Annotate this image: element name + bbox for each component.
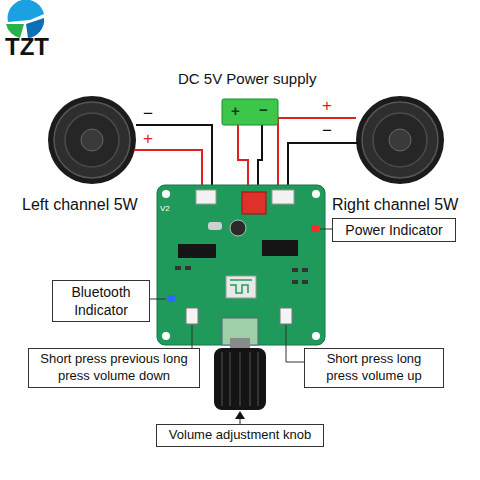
callout-box: Bluetooth Indicator <box>52 280 150 322</box>
callout-text: Bluetooth Indicator <box>58 283 144 319</box>
callout-box: Volume adjustment knob <box>156 424 324 447</box>
callout-box: Power Indicator <box>332 218 456 242</box>
logo-icon <box>6 0 44 38</box>
polarity-sign: − <box>322 121 332 141</box>
callout-text: Power Indicator <box>338 221 450 239</box>
callout-text: Short press previous long press volume d… <box>34 351 194 385</box>
terminal-sign: − <box>259 101 268 118</box>
leader-lines <box>150 229 332 424</box>
logo-text: TZT <box>5 33 49 61</box>
polarity-sign: − <box>143 104 153 124</box>
callout-text: Volume adjustment knob <box>162 427 318 444</box>
power-terminal <box>222 99 278 125</box>
power-label: DC 5V Power supply <box>178 70 316 87</box>
wires <box>134 118 358 193</box>
terminal-sign: + <box>231 102 240 119</box>
volume-knob <box>214 338 266 410</box>
callout-text: Short press long press volume up <box>310 351 438 385</box>
callout-box: Short press previous long press volume d… <box>28 348 200 388</box>
amplifier-board <box>157 185 325 345</box>
arrow-head <box>235 411 245 419</box>
right-speaker <box>356 96 444 184</box>
left-speaker <box>48 96 136 184</box>
channel-label: Left channel 5W <box>22 196 138 214</box>
channel-label: Right channel 5W <box>332 196 458 214</box>
polarity-sign: + <box>143 129 153 149</box>
board-version: V2 <box>160 204 170 213</box>
polarity-sign: + <box>322 96 332 116</box>
callout-box: Short press long press volume up <box>304 348 444 388</box>
